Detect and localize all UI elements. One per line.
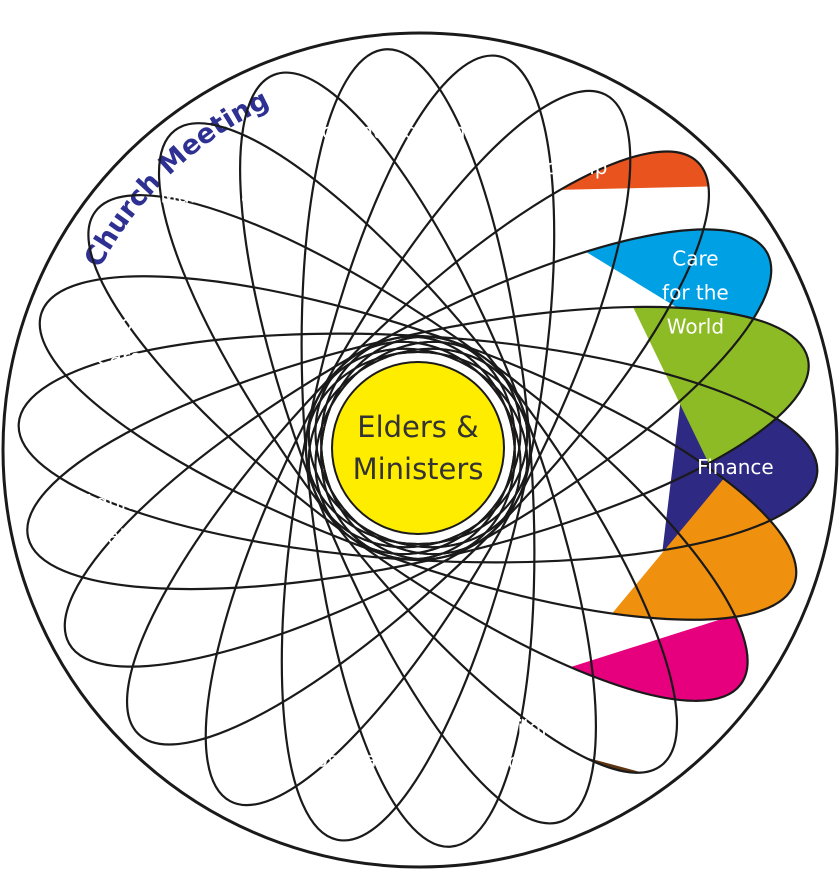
petal-label-hospitality: Hospitality bbox=[300, 747, 407, 771]
spiral-ring bbox=[307, 347, 529, 549]
spiral-ring bbox=[307, 347, 529, 549]
spiral-ring bbox=[305, 351, 531, 545]
center-label: Elders &Ministers bbox=[353, 410, 484, 486]
spiral-ring bbox=[320, 335, 516, 561]
petal-label-maintenance: Maintenance bbox=[160, 184, 289, 208]
petal-label-communications: Communications bbox=[308, 119, 476, 143]
center-circle bbox=[331, 361, 505, 535]
spiral-ring bbox=[314, 340, 522, 556]
center-spiral bbox=[305, 335, 531, 561]
petal-label-finance: Finance bbox=[697, 455, 774, 479]
petal-label-worship: Worship bbox=[527, 155, 607, 179]
spiral-ring bbox=[320, 335, 516, 561]
spiral-ring bbox=[314, 340, 522, 556]
